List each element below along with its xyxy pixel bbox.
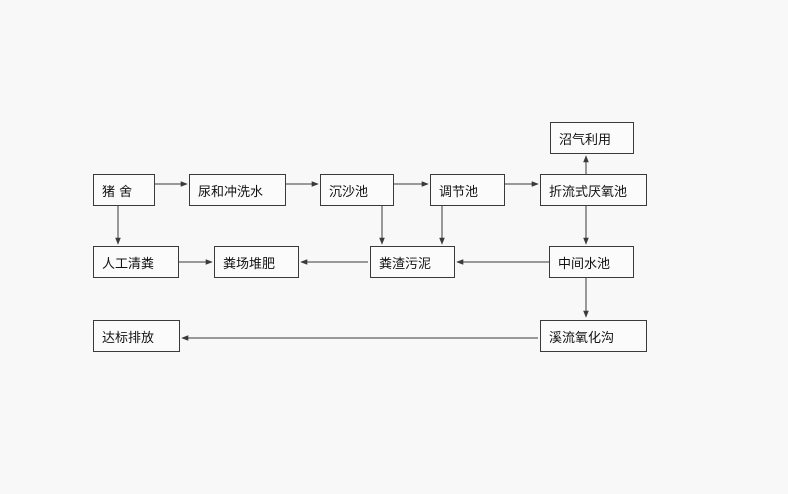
node-regulating-tank: 调节池 xyxy=(430,174,505,206)
node-pig-house: 猪 舍 xyxy=(93,174,155,206)
node-urine-wash-water: 尿和冲洗水 xyxy=(189,174,286,206)
node-intermediate-pool: 中间水池 xyxy=(549,246,634,278)
node-baffled-anaerobic-tank: 折流式厌氧池 xyxy=(540,174,647,206)
node-oxidation-ditch: 溪流氧化沟 xyxy=(540,320,647,352)
node-manure-residue-sludge: 粪渣污泥 xyxy=(370,246,455,278)
node-biogas-use: 沼气利用 xyxy=(550,122,634,154)
node-grit-chamber: 沉沙池 xyxy=(320,174,394,206)
node-manure-composting: 粪场堆肥 xyxy=(214,246,299,278)
node-discharge: 达标排放 xyxy=(93,320,180,352)
node-manual-manure-cleaning: 人工清粪 xyxy=(93,246,179,278)
